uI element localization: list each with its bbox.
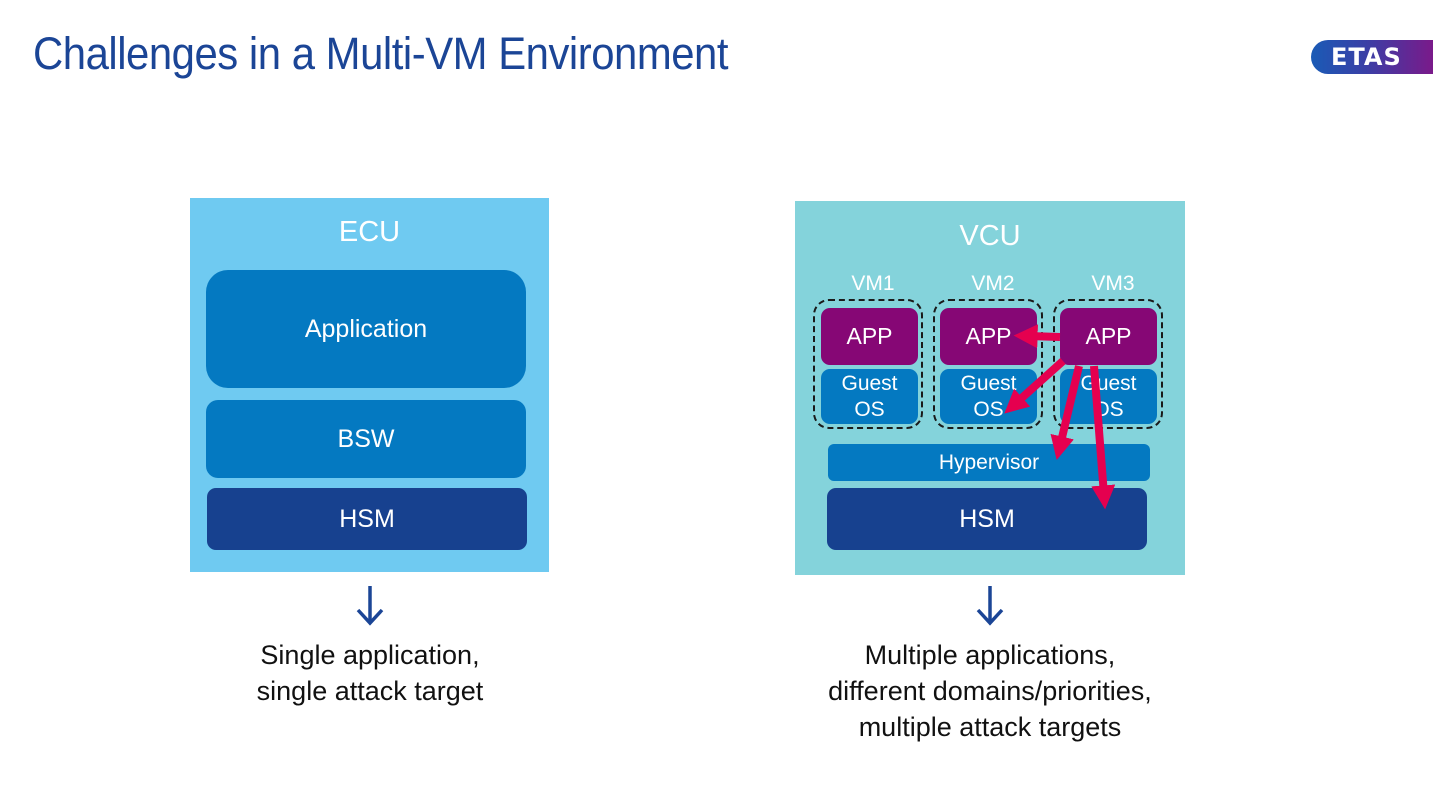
ecu-down-arrow-icon (356, 586, 384, 626)
ecu-application-layer: Application (206, 270, 526, 388)
vcu-caption-line: Multiple applications, (864, 640, 1116, 670)
ecu-label: ECU (338, 216, 401, 248)
ecu-application-label: Application (304, 314, 428, 343)
ecu-caption-line: single attack target (256, 676, 484, 706)
etas-logo: ETAS (1311, 40, 1433, 74)
vcu-hsm-layer: HSM (827, 488, 1147, 550)
ecu-bsw-label: BSW (337, 424, 395, 453)
vcu-label: VCU (959, 220, 1021, 252)
ecu-diagram: ECU Application BSW HSM (190, 198, 549, 572)
vcu-caption: Multiple applications, different domains… (780, 637, 1200, 745)
vcu-caption-line: different domains/priorities, (828, 676, 1152, 706)
vm1-app-label: APP (846, 323, 893, 349)
vm3-label: VM3 (1091, 272, 1135, 295)
vcu-hsm-label: HSM (959, 504, 1015, 533)
vm3-os-line: OS (1093, 397, 1124, 421)
ecu-hsm-label: HSM (339, 504, 395, 533)
logo-text: ETAS (1331, 43, 1402, 71)
vm2-label: VM2 (971, 272, 1015, 295)
vm2-app: APP (940, 308, 1037, 365)
vm1-boundary (813, 299, 923, 429)
hypervisor-layer: Hypervisor (828, 444, 1150, 481)
ecu-caption-line: Single application, (260, 640, 480, 670)
vm3-app: APP (1060, 308, 1157, 365)
ecu-hsm-layer: HSM (207, 488, 527, 550)
vm1-app: APP (821, 308, 918, 365)
hypervisor-label: Hypervisor (938, 450, 1040, 474)
vm1-os-line: Guest (841, 371, 898, 395)
vcu-caption-line: multiple attack targets (858, 712, 1122, 742)
vm2-app-label: APP (965, 323, 1012, 349)
vm1-os-line: OS (854, 397, 885, 421)
vm2-os-line: Guest (960, 371, 1017, 395)
ecu-caption: Single application, single attack target (190, 637, 550, 709)
ecu-bsw-layer: BSW (206, 400, 526, 478)
vm1-label: VM1 (851, 272, 895, 295)
vcu-down-arrow-icon (976, 586, 1004, 626)
vm3-app-label: APP (1085, 323, 1132, 349)
vm2-os-line: OS (973, 397, 1004, 421)
page-title: Challenges in a Multi-VM Environment (33, 28, 729, 79)
vm3-os-line: Guest (1080, 371, 1137, 395)
